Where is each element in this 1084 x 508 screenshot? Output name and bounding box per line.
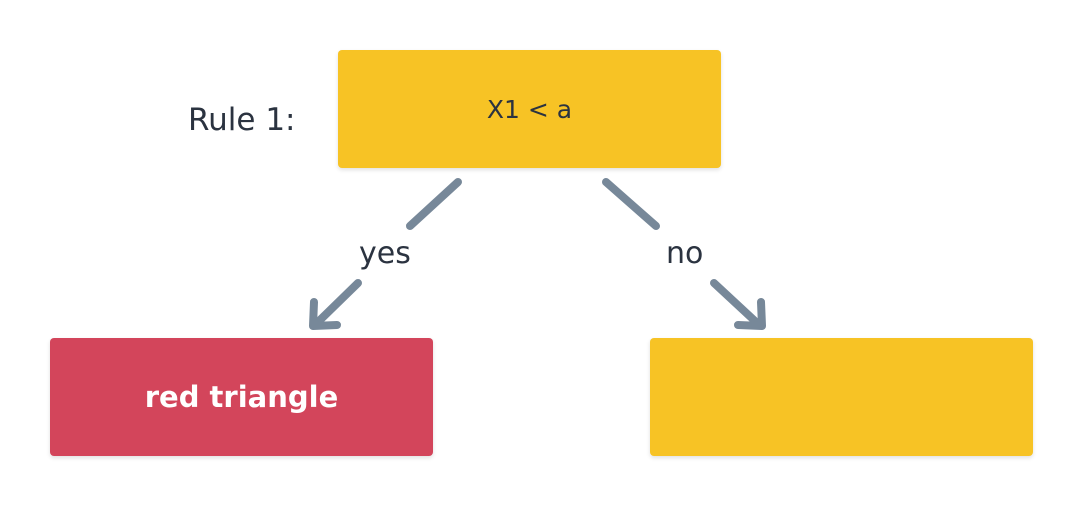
no-arrowhead <box>734 298 766 330</box>
no-arrow-lower <box>710 279 760 326</box>
yes-leaf-text: red triangle <box>144 380 339 414</box>
root-decision-node: X1 < a <box>338 50 721 168</box>
yes-arrow-upper <box>406 178 462 230</box>
no-edge-label: no <box>666 236 704 271</box>
no-arrow-upper <box>602 178 660 230</box>
no-branch-node <box>650 338 1033 456</box>
yes-leaf-node: red triangle <box>50 338 433 456</box>
yes-arrowhead <box>309 298 341 330</box>
rule-label: Rule 1: <box>188 102 296 138</box>
yes-arrow-lower <box>314 279 362 326</box>
root-condition-text: X1 < a <box>486 94 573 124</box>
yes-edge-label: yes <box>359 236 411 271</box>
